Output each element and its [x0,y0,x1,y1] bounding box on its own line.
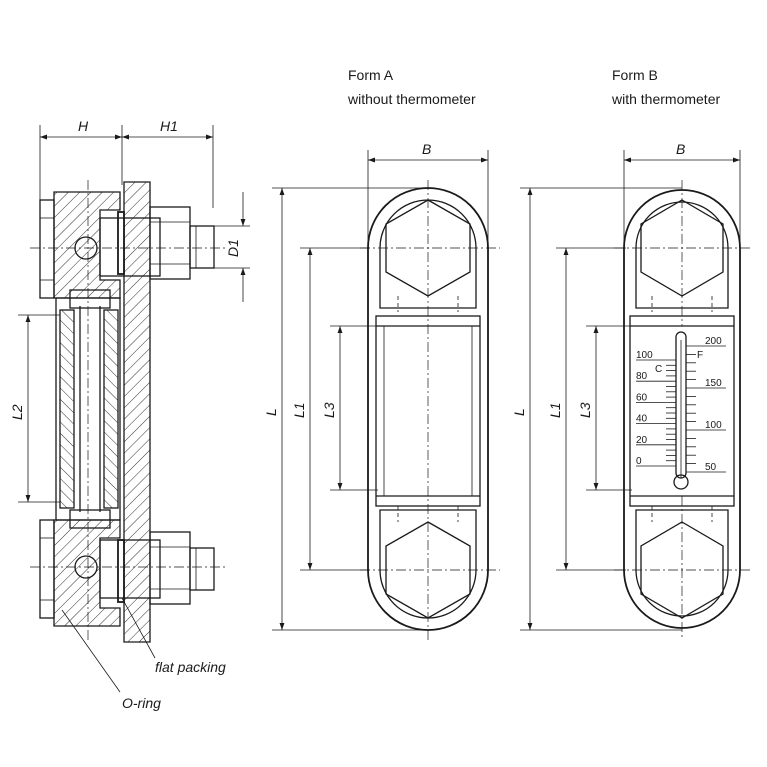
dimension-h1: H1 [122,118,213,140]
form-b-l1-label: L1 [547,402,563,418]
callout-flat-packing: flat packing [121,597,226,675]
form-b-subtitle: with thermometer [611,91,720,107]
dimension-h-label: H [78,118,89,134]
celsius-tick-label: 60 [636,392,648,403]
form-a-title: Form A [348,67,394,83]
lower-banjo-body [53,519,121,627]
form-a-l3-label: L3 [321,402,337,418]
celsius-scale: 100 80 60 40 20 0 [636,350,676,467]
form-a-l-label: L [263,408,279,416]
glass-tube-section [55,289,121,529]
dimension-d1-label: D1 [225,239,241,257]
lower-nut [149,531,191,605]
mounting-wall [123,181,151,643]
form-a-subtitle: without thermometer [347,91,476,107]
fahrenheit-tick-label: 200 [705,336,722,347]
tube-wall-right [103,309,119,509]
form-b-dimension-l1: L1 [547,247,626,571]
form-a-dimension-l3: L3 [321,325,378,491]
thermometer-bulb [673,474,689,490]
fahrenheit-unit-label: F [697,350,703,361]
upper-stud [189,225,215,269]
side-section-view: H H1 [9,118,250,711]
flat-packing-label: flat packing [155,659,226,675]
tube-wall-left [59,309,75,509]
fahrenheit-tick-label: 150 [705,378,722,389]
form-b-title: Form B [612,67,658,83]
fahrenheit-scale: 200 150 100 50 [686,336,726,473]
celsius-tick-label: 20 [636,435,648,446]
celsius-tick-label: 100 [636,350,653,361]
dimension-l2-label: L2 [9,404,25,420]
form-a-dimension-l1: L1 [291,247,370,571]
celsius-tick-label: 40 [636,414,648,425]
form-b-dimension-l3: L3 [577,325,632,491]
upper-banjo-body [53,191,121,299]
fahrenheit-tick-label: 100 [705,420,722,431]
upper-bolt-head [39,199,55,299]
form-a-dimension-l: L [263,187,428,631]
form-b-view: Form B with thermometer B [511,67,752,640]
form-b-dimension-l: L [511,187,682,631]
celsius-unit-label: C [655,364,662,375]
dimension-l2: L2 [9,314,60,503]
lower-bolt-head [39,519,55,619]
celsius-tick-label: 0 [636,456,642,467]
o-ring-label: O-ring [122,695,161,711]
lower-stud [189,547,215,591]
form-a-l1-label: L1 [291,402,307,418]
upper-flat-packing [117,211,125,275]
form-a-view: Form A without thermometer B [263,67,500,640]
form-a-b-label: B [422,141,431,157]
form-b-l-label: L [511,408,527,416]
lower-flat-packing [117,539,125,603]
form-b-l3-label: L3 [577,402,593,418]
celsius-tick-label: 80 [636,371,648,382]
callout-o-ring: O-ring [61,609,161,711]
form-b-b-label: B [676,141,685,157]
fahrenheit-tick-label: 50 [705,462,717,473]
dimension-h1-label: H1 [160,118,178,134]
dimension-d1: D1 [214,192,250,302]
